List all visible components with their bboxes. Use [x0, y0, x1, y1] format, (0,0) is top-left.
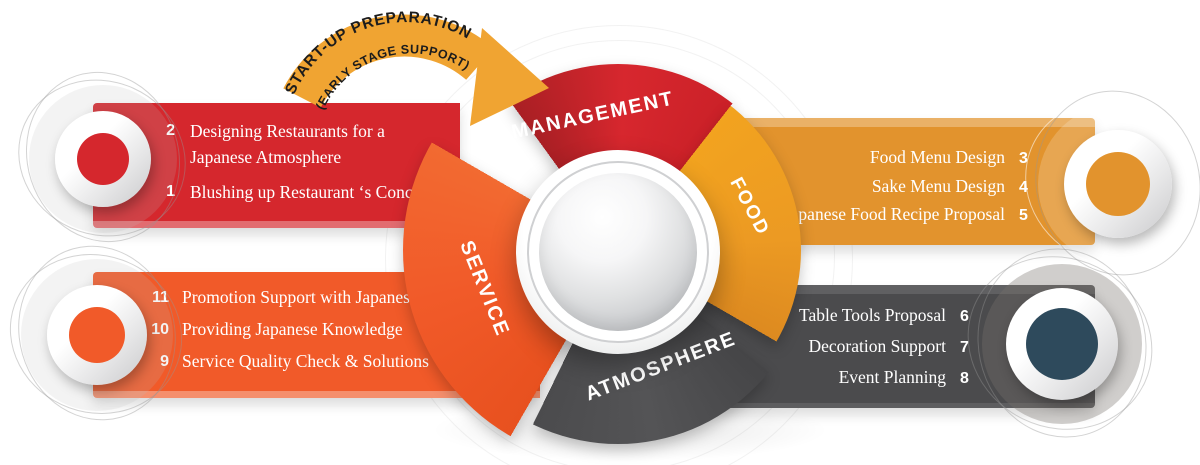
item-text: Designing Restaurants for a Japanese Atm… [190, 121, 385, 167]
list-item: Decoration Support 7 [650, 333, 978, 364]
badge-core-navy [1026, 308, 1098, 380]
item-number: 6 [960, 308, 969, 325]
item-text: Food Menu Design [869, 147, 1005, 167]
banner-top-left-management: 2 Designing Restaurants for a Japanese A… [93, 103, 460, 228]
item-number: 2 [166, 122, 175, 139]
item-number: 7 [960, 339, 969, 356]
list-item: 9 Service Quality Check & Solutions [133, 349, 540, 374]
arrow-head-icon [470, 28, 549, 126]
item-text: Providing Japanese Knowledge [182, 319, 403, 339]
list-item: Table Tools Proposal 6 [650, 302, 978, 333]
decorative-arc [385, 25, 853, 465]
list-item: Event Planning 8 [650, 364, 978, 395]
item-text: Service Quality Check & Solutions [182, 351, 429, 371]
item-number: 5 [1019, 207, 1028, 224]
sphere-ring [527, 161, 709, 343]
item-text: Japanese Food Recipe Proposal [783, 204, 1005, 224]
item-number: 9 [160, 353, 169, 370]
banner-edge-highlight [718, 118, 1095, 127]
item-text: Table Tools Proposal [799, 305, 946, 325]
item-number: 3 [1019, 150, 1028, 167]
list-item: 11 Promotion Support with Japanese Tools [133, 285, 540, 310]
arrow-band [283, 14, 494, 109]
banner-edge-highlight [93, 221, 460, 228]
startup-arrow: START-UP PREPARATION (EARLY STAGE SUPPOR… [282, 9, 549, 126]
banner-edge-highlight [93, 391, 540, 398]
item-text: Promotion Support with Japanese Tools [182, 287, 461, 307]
list-item: Sake Menu Design 4 [718, 173, 1037, 202]
item-number: 4 [1019, 178, 1028, 196]
badge-core-orange [69, 307, 125, 363]
item-number: 10 [151, 321, 169, 338]
list-item: 1 Blushing up Restaurant ‘s Concept [141, 179, 460, 205]
list-item: Japanese Food Recipe Proposal 5 [718, 201, 1037, 230]
banner-edge-highlight [650, 403, 1095, 408]
item-number: 8 [960, 370, 969, 387]
item-number: 1 [166, 183, 175, 200]
item-text: Sake Menu Design [871, 175, 1005, 196]
item-text: Decoration Support [808, 336, 946, 356]
sphere-ball [539, 173, 697, 331]
list-item: Food Menu Design 3 [718, 144, 1037, 173]
banner-edge-highlight [650, 285, 1095, 294]
center-sphere [516, 150, 720, 354]
item-text: Blushing up Restaurant ‘s Concept [190, 182, 435, 202]
list-item: 2 Designing Restaurants for a Japanese A… [141, 118, 460, 170]
list-item: 10 Providing Japanese Knowledge [133, 317, 540, 342]
item-text: Event Planning [838, 367, 946, 387]
badge-core-orange [1086, 152, 1150, 216]
badge-core-red [77, 133, 129, 185]
item-number: 11 [152, 289, 169, 306]
